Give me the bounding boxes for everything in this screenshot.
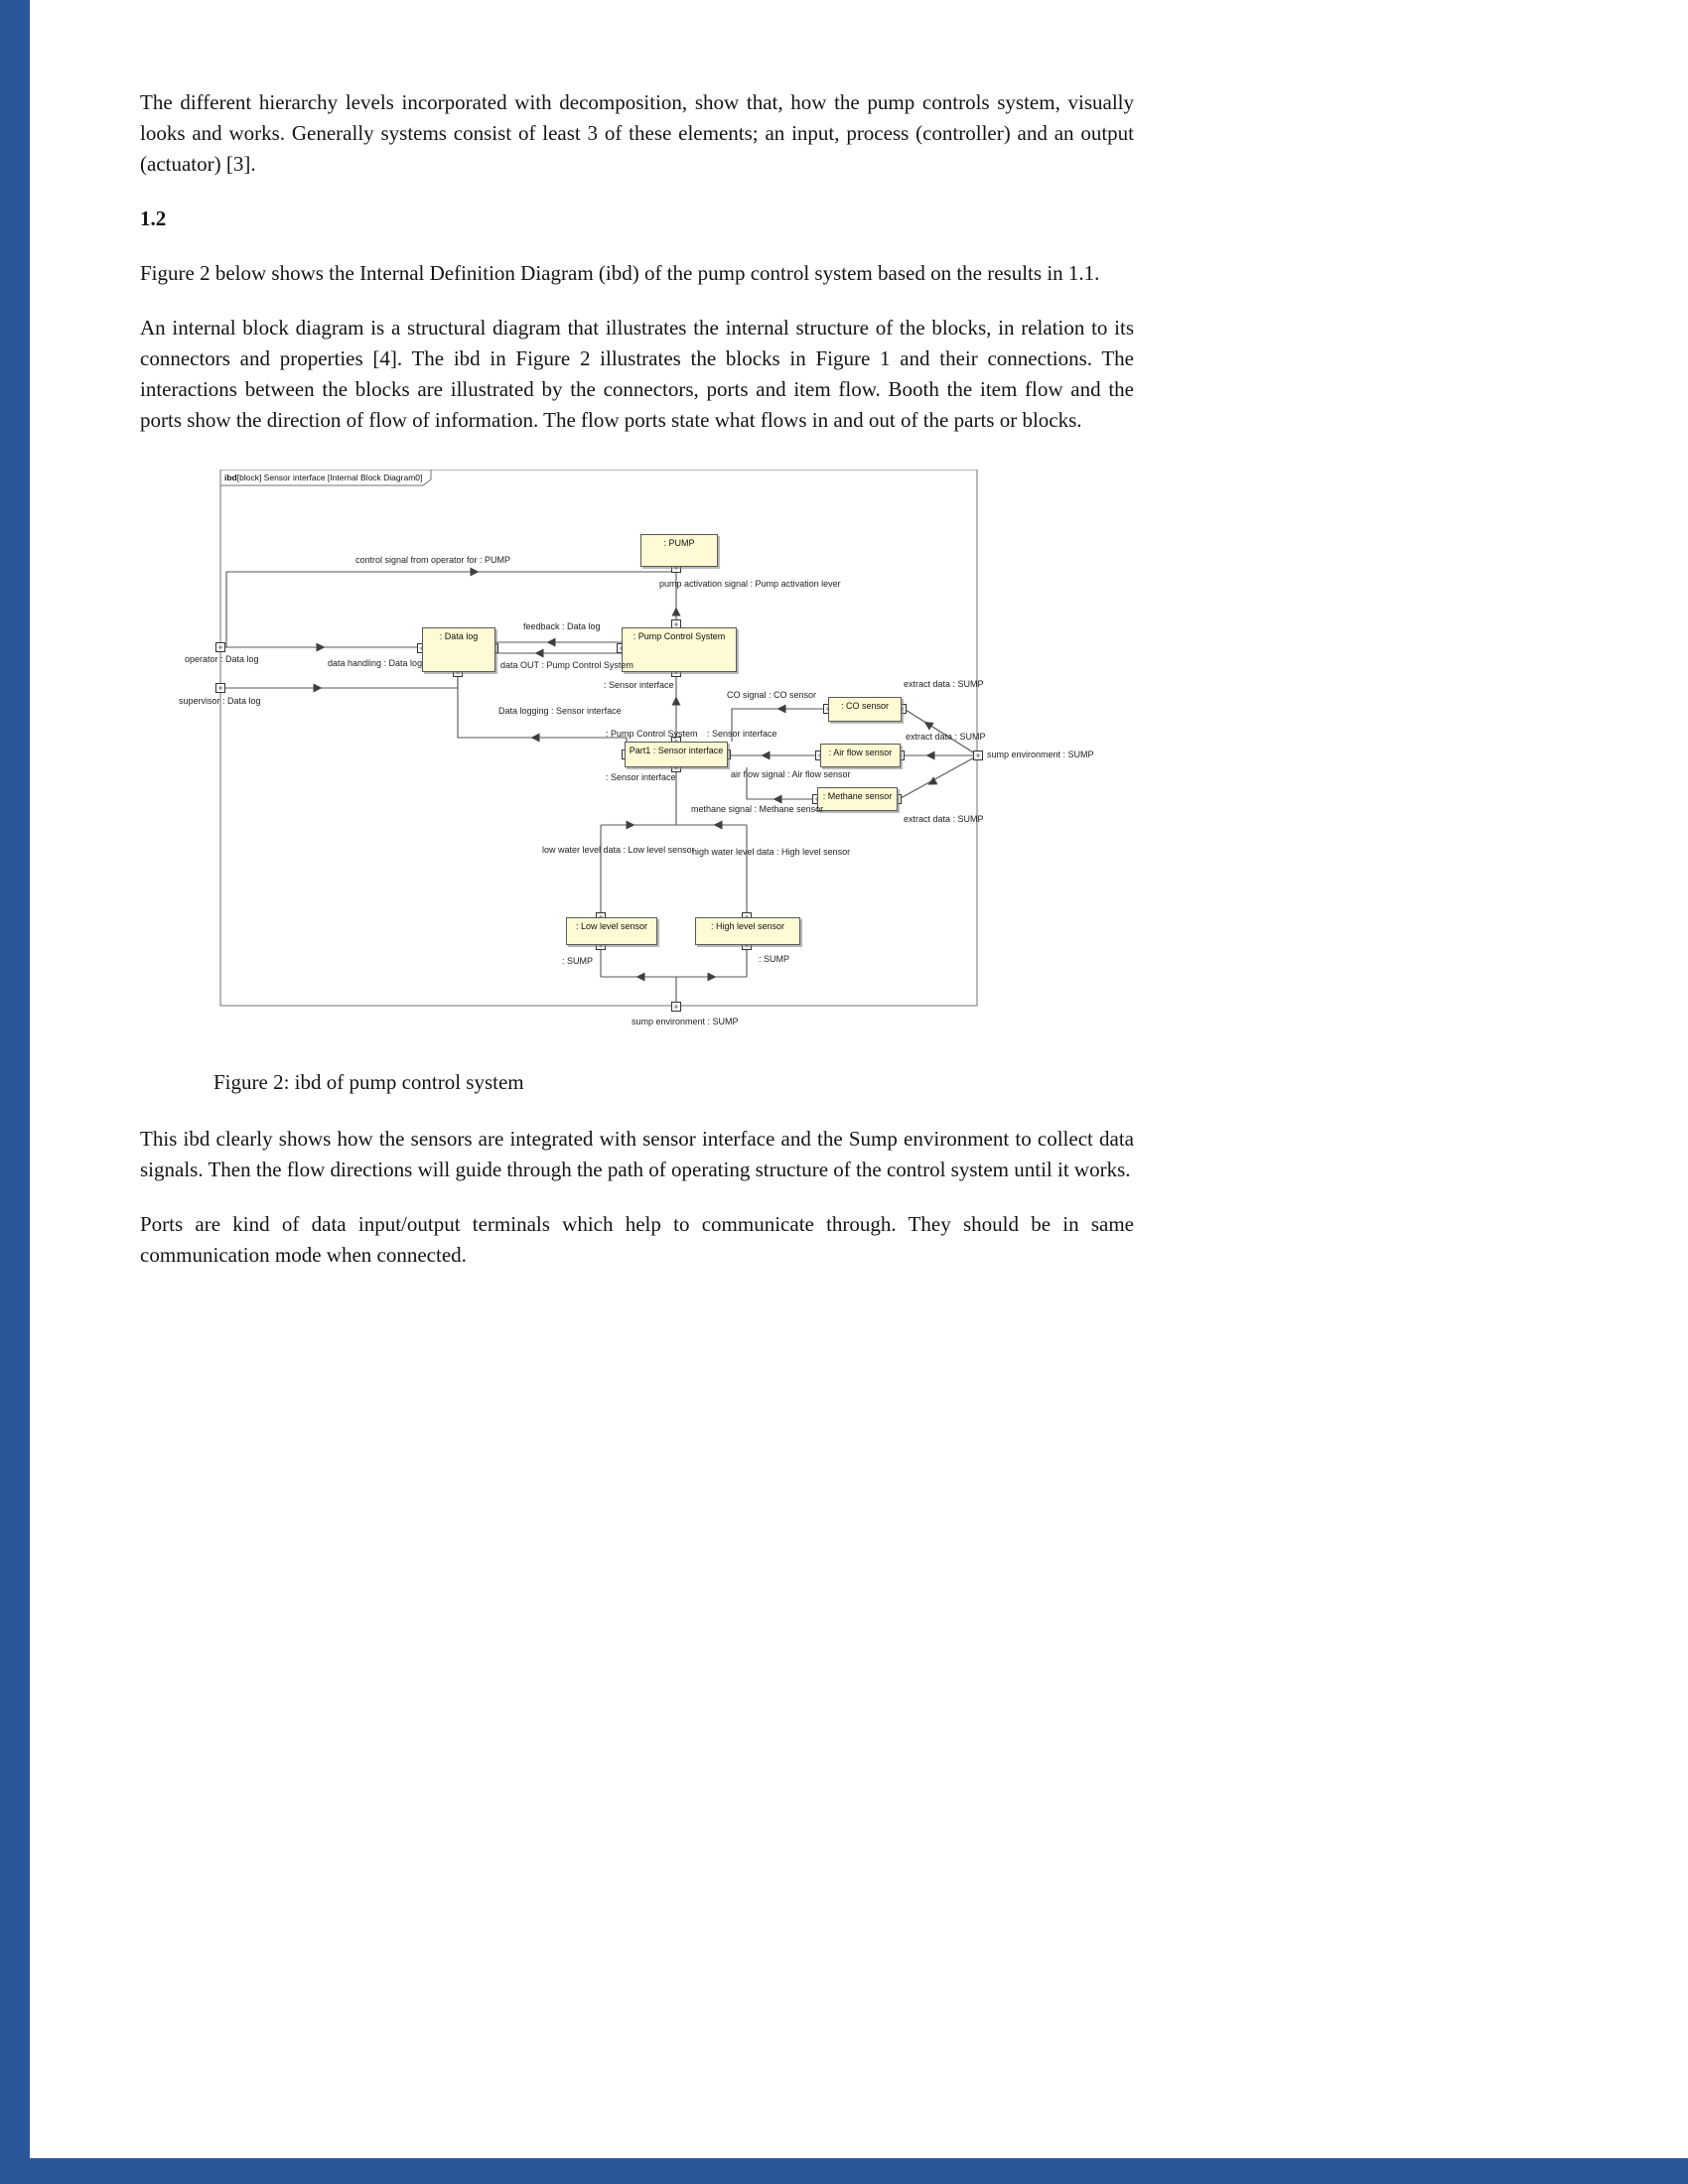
diagram-connector-label: : SUMP xyxy=(562,956,594,966)
connector-line xyxy=(905,709,979,756)
diagram-connector-label: methane signal : Methane sensor xyxy=(691,804,824,814)
diagram-connector-label: extract data : SUMP xyxy=(904,814,984,824)
flow-arrow-icon xyxy=(546,637,556,647)
connector-line xyxy=(731,708,828,742)
diagram-connector-label: feedback : Data log xyxy=(523,621,601,631)
flow-arrow-icon xyxy=(470,567,480,577)
diagram-connector-label: pump activation signal : Pump activation… xyxy=(659,579,841,589)
paragraph-figure-intro: Figure 2 below shows the Internal Defini… xyxy=(140,261,1100,285)
flow-arrow-icon xyxy=(761,751,771,760)
port-cross-icon xyxy=(217,644,223,650)
port-cross-icon xyxy=(975,752,981,758)
flow-arrow-icon xyxy=(316,642,326,652)
section-heading: 1.2 xyxy=(140,206,167,230)
diagram-connector-label: supervisor : Data log xyxy=(179,696,261,706)
flow-arrow-icon xyxy=(671,696,681,706)
diagram-connector-label: air flow signal : Air flow sensor xyxy=(731,769,851,779)
diagram-connector-label: : Sensor interface xyxy=(604,680,674,690)
diagram-frame-rest: [block] Sensor interface [Internal Block… xyxy=(236,473,423,482)
figure-2-ibd-diagram: ibd[block] Sensor interface [Internal Bl… xyxy=(179,470,1094,1037)
flow-arrow-icon xyxy=(671,607,681,616)
flow-arrow-icon xyxy=(927,776,938,785)
diagram-block: : Pump Control System xyxy=(622,627,737,672)
flow-arrow-icon xyxy=(626,820,635,830)
diagram-frame-kind: ibd xyxy=(224,473,237,482)
diagram-block: : Air flow sensor xyxy=(820,744,901,767)
diagram-block: : Data log xyxy=(422,627,495,672)
page-border-left xyxy=(0,0,30,2184)
connector-line xyxy=(220,674,459,689)
diagram-connector-label: control signal from operator for : PUMP xyxy=(355,555,511,565)
flow-arrow-icon xyxy=(776,704,786,714)
diagram-block: : CO sensor xyxy=(828,697,902,722)
flow-arrow-icon xyxy=(773,794,782,804)
diagram-connector-label: : Pump Control System xyxy=(606,729,698,739)
diagram-block: : Low level sensor xyxy=(566,917,657,945)
diagram-block: Part1 : Sensor interface xyxy=(625,742,728,767)
diagram-frame xyxy=(219,470,978,1007)
diagram-block: : PUMP xyxy=(640,534,718,567)
diagram-connector-label: : SUMP xyxy=(759,954,790,964)
diagram-frame-label: ibd[block] Sensor interface [Internal Bl… xyxy=(224,471,422,484)
figure-caption: Figure 2: ibd of pump control system xyxy=(213,1070,524,1094)
connector-line xyxy=(225,571,672,647)
diagram-connector-label: : Sensor interface xyxy=(707,729,777,739)
diagram-connector-label: data handling : Data log xyxy=(328,658,423,668)
flow-arrow-icon xyxy=(534,648,544,658)
port-cross-icon xyxy=(673,1004,679,1010)
diagram-connector-label: extract data : SUMP xyxy=(904,679,984,689)
diagram-connector-label: CO signal : CO sensor xyxy=(727,690,817,700)
flow-arrow-icon xyxy=(635,972,645,982)
connector-line xyxy=(900,754,979,799)
diagram-block: : High level sensor xyxy=(695,917,800,945)
page-content: The different hierarchy levels incorpora… xyxy=(140,87,1134,1295)
diagram-connector-label: operator : Data log xyxy=(185,654,259,664)
diagram-connector-label: : Sensor interface xyxy=(606,772,676,782)
flow-arrow-icon xyxy=(925,751,935,760)
flow-arrow-icon xyxy=(707,972,717,982)
connector-line xyxy=(746,767,817,800)
paragraph-ibd-description: An internal block diagram is a structura… xyxy=(140,316,1134,432)
diagram-frame-tab xyxy=(219,470,432,486)
flow-arrow-icon xyxy=(313,683,323,693)
paragraph-ibd-summary: This ibd clearly shows how the sensors a… xyxy=(140,1127,1134,1181)
paragraph-intro: The different hierarchy levels incorpora… xyxy=(140,90,1134,176)
diagram-connector-label: data OUT : Pump Control System xyxy=(500,660,633,670)
flow-arrow-icon xyxy=(713,820,723,830)
diagram-connector-label: low water level data : Low level sensor xyxy=(542,845,695,855)
port-cross-icon xyxy=(217,685,223,691)
diagram-connector-label: sump environment : SUMP xyxy=(987,750,1094,759)
page-border-bottom xyxy=(0,2158,1688,2184)
diagram-block: : Methane sensor xyxy=(817,787,898,811)
port-cross-icon xyxy=(673,621,679,627)
flow-arrow-icon xyxy=(923,722,934,731)
diagram-connector-label: sump environment : SUMP xyxy=(632,1017,739,1026)
flow-arrow-icon xyxy=(530,733,540,743)
paragraph-ports: Ports are kind of data input/output term… xyxy=(140,1212,1134,1267)
diagram-connector-label: extract data : SUMP xyxy=(906,732,986,742)
diagram-connector-label: high water level data : High level senso… xyxy=(692,847,851,857)
diagram-connector-label: Data logging : Sensor interface xyxy=(498,706,622,716)
